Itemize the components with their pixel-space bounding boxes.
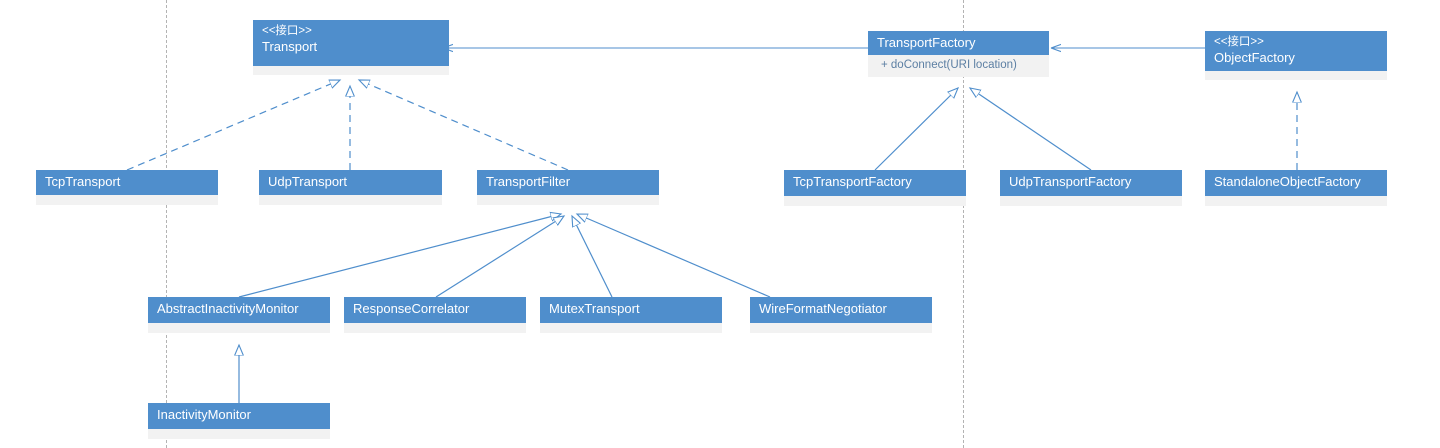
class-header-object-factory: <<接口>>ObjectFactory bbox=[1205, 31, 1387, 71]
guide-line-left bbox=[166, 0, 167, 448]
class-box-response-correlator[interactable]: ResponseCorrelator bbox=[344, 297, 526, 333]
class-name-udp-transport: UdpTransport bbox=[268, 174, 347, 189]
class-stereotype-transport: <<接口>> bbox=[262, 25, 312, 37]
edge-tcp-transport-factory-to-transport-factory bbox=[874, 88, 958, 171]
class-name-tcp-transport: TcpTransport bbox=[45, 174, 121, 189]
class-name-object-factory: ObjectFactory bbox=[1214, 49, 1295, 65]
edge-tcp-transport-to-transport bbox=[126, 80, 340, 171]
class-members-tcp-transport-factory bbox=[784, 196, 966, 206]
class-header-transport: <<接口>>Transport bbox=[253, 20, 449, 66]
class-members-transport bbox=[253, 66, 449, 75]
class-name-response-correlator: ResponseCorrelator bbox=[353, 301, 470, 316]
class-members-udp-transport-factory bbox=[1000, 196, 1182, 206]
class-members-wire-format-negotiator bbox=[750, 323, 932, 333]
class-members-inactivity-monitor bbox=[148, 429, 330, 439]
edge-abstract-inactivity-monitor-to-transport-filter bbox=[238, 214, 561, 298]
class-box-tcp-transport-factory[interactable]: TcpTransportFactory bbox=[784, 170, 966, 206]
class-stereotype-object-factory: <<接口>> bbox=[1214, 36, 1264, 48]
class-name-mutex-transport: MutexTransport bbox=[549, 301, 640, 316]
class-name-wire-format-negotiator: WireFormatNegotiator bbox=[759, 301, 887, 316]
edge-transport-filter-to-transport bbox=[359, 80, 569, 171]
class-box-transport[interactable]: <<接口>>Transport bbox=[253, 20, 449, 75]
class-name-tcp-transport-factory: TcpTransportFactory bbox=[793, 174, 912, 189]
class-header-udp-transport-factory: UdpTransportFactory bbox=[1000, 170, 1182, 196]
class-header-inactivity-monitor: InactivityMonitor bbox=[148, 403, 330, 429]
class-header-response-correlator: ResponseCorrelator bbox=[344, 297, 526, 323]
class-name-udp-transport-factory: UdpTransportFactory bbox=[1009, 174, 1132, 189]
class-header-wire-format-negotiator: WireFormatNegotiator bbox=[750, 297, 932, 323]
class-members-udp-transport bbox=[259, 195, 442, 205]
class-members-abstract-inactivity-monitor bbox=[148, 323, 330, 333]
class-header-udp-transport: UdpTransport bbox=[259, 170, 442, 195]
class-name-transport: Transport bbox=[262, 38, 318, 54]
class-box-mutex-transport[interactable]: MutexTransport bbox=[540, 297, 722, 333]
edge-wire-format-negotiator-to-transport-filter bbox=[577, 214, 771, 298]
class-header-tcp-transport-factory: TcpTransportFactory bbox=[784, 170, 966, 196]
class-name-standalone-object-factory: StandaloneObjectFactory bbox=[1214, 174, 1361, 189]
class-name-transport-factory: TransportFactory bbox=[877, 35, 976, 50]
class-box-transport-filter[interactable]: TransportFilter bbox=[477, 170, 659, 205]
class-members-transport-filter bbox=[477, 195, 659, 205]
class-box-inactivity-monitor[interactable]: InactivityMonitor bbox=[148, 403, 330, 439]
class-members-response-correlator bbox=[344, 323, 526, 333]
class-header-standalone-object-factory: StandaloneObjectFactory bbox=[1205, 170, 1387, 196]
class-box-wire-format-negotiator[interactable]: WireFormatNegotiator bbox=[750, 297, 932, 333]
class-box-abstract-inactivity-monitor[interactable]: AbstractInactivityMonitor bbox=[148, 297, 330, 333]
guide-line-right bbox=[963, 0, 964, 448]
edge-mutex-transport-to-transport-filter bbox=[572, 216, 613, 298]
class-name-inactivity-monitor: InactivityMonitor bbox=[157, 407, 251, 422]
class-box-udp-transport-factory[interactable]: UdpTransportFactory bbox=[1000, 170, 1182, 206]
class-name-abstract-inactivity-monitor: AbstractInactivityMonitor bbox=[157, 301, 299, 316]
class-box-transport-factory[interactable]: TransportFactory + doConnect(URI location… bbox=[868, 31, 1049, 77]
class-members-object-factory bbox=[1205, 71, 1387, 80]
class-members-transport-factory: + doConnect(URI location) bbox=[868, 55, 1049, 77]
class-box-tcp-transport[interactable]: TcpTransport bbox=[36, 170, 218, 205]
class-name-transport-filter: TransportFilter bbox=[486, 174, 571, 189]
edge-udp-transport-factory-to-transport-factory bbox=[970, 88, 1092, 171]
class-header-abstract-inactivity-monitor: AbstractInactivityMonitor bbox=[148, 297, 330, 323]
class-box-object-factory[interactable]: <<接口>>ObjectFactory bbox=[1205, 31, 1387, 80]
class-members-standalone-object-factory bbox=[1205, 196, 1387, 206]
class-members-mutex-transport bbox=[540, 323, 722, 333]
class-header-tcp-transport: TcpTransport bbox=[36, 170, 218, 195]
class-header-mutex-transport: MutexTransport bbox=[540, 297, 722, 323]
edge-response-correlator-to-transport-filter bbox=[435, 216, 564, 298]
class-box-standalone-object-factory[interactable]: StandaloneObjectFactory bbox=[1205, 170, 1387, 206]
class-member-transport-factory-0: + doConnect(URI location) bbox=[881, 59, 1017, 71]
class-header-transport-factory: TransportFactory bbox=[868, 31, 1049, 55]
class-header-transport-filter: TransportFilter bbox=[477, 170, 659, 195]
class-members-tcp-transport bbox=[36, 195, 218, 205]
class-box-udp-transport[interactable]: UdpTransport bbox=[259, 170, 442, 205]
